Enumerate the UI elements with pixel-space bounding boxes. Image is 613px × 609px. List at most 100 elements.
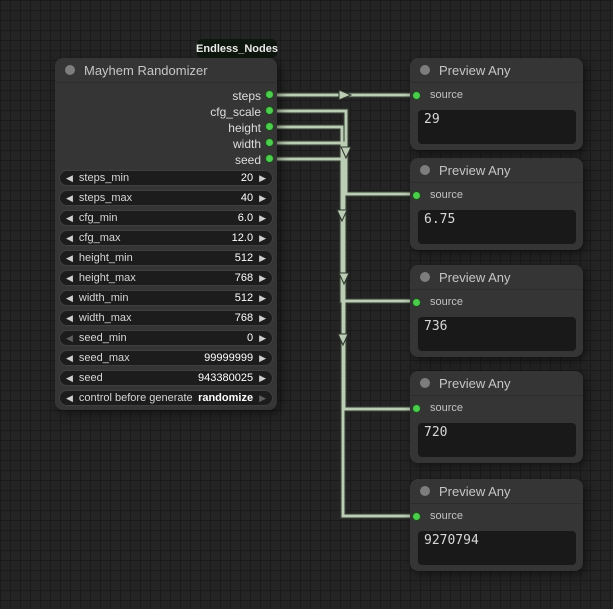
node-header[interactable]: Preview Any: [410, 479, 583, 504]
decrement-icon[interactable]: ◀: [66, 392, 73, 403]
collapse-dot-icon[interactable]: [420, 65, 430, 75]
node-title: Preview Any: [439, 483, 511, 499]
preview-any-node[interactable]: Preview Any source 9270794: [410, 479, 583, 571]
node-title: Preview Any: [439, 62, 511, 78]
node-header[interactable]: Mayhem Randomizer: [55, 58, 277, 83]
preview-value-textbox[interactable]: 9270794: [418, 531, 576, 565]
increment-icon[interactable]: ▶: [259, 232, 266, 243]
input-port-source[interactable]: [412, 91, 421, 100]
increment-icon[interactable]: ▶: [259, 172, 266, 183]
decrement-icon[interactable]: ◀: [66, 192, 73, 203]
increment-icon[interactable]: ▶: [259, 372, 266, 383]
input-label: source: [430, 296, 464, 308]
collapse-dot-icon[interactable]: [420, 165, 430, 175]
widget-steps_max[interactable]: ◀ steps_max 40 ▶: [59, 190, 273, 206]
widget-label: seed: [78, 372, 103, 384]
output-label: height: [228, 121, 261, 135]
output-label: steps: [232, 89, 261, 103]
decrement-icon[interactable]: ◀: [66, 372, 73, 383]
preview-value-textbox[interactable]: 29: [418, 110, 576, 144]
decrement-icon[interactable]: ◀: [66, 312, 73, 323]
node-header[interactable]: Preview Any: [410, 265, 583, 290]
widget-value: 12.0: [231, 232, 254, 244]
increment-icon[interactable]: ▶: [259, 272, 266, 283]
wire-arrow-down-icon: [340, 146, 352, 160]
widget-label: steps_max: [78, 192, 133, 204]
increment-icon[interactable]: ▶: [259, 392, 266, 403]
node-header[interactable]: Preview Any: [410, 158, 583, 183]
widget-cfg_max[interactable]: ◀ cfg_max 12.0 ▶: [59, 230, 273, 246]
widget-label: width_min: [78, 292, 129, 304]
node-title: Preview Any: [439, 269, 511, 285]
preview-value-textbox[interactable]: 736: [418, 317, 576, 351]
widget-value: 768: [234, 272, 254, 284]
increment-icon[interactable]: ▶: [259, 252, 266, 263]
widget-control-before-generate[interactable]: ◀ control before generate randomize ▶: [59, 390, 273, 406]
widget-label: control before generate: [78, 392, 193, 404]
output-port-steps[interactable]: [265, 90, 274, 99]
widget-value: 40: [240, 192, 254, 204]
input-label: source: [430, 510, 464, 522]
increment-icon[interactable]: ▶: [259, 212, 266, 223]
input-port-source[interactable]: [412, 191, 421, 200]
output-row-height: height: [55, 119, 277, 135]
preview-value-textbox[interactable]: 720: [418, 423, 576, 457]
decrement-icon[interactable]: ◀: [66, 232, 73, 243]
node-header[interactable]: Preview Any: [410, 371, 583, 396]
decrement-icon[interactable]: ◀: [66, 352, 73, 363]
decrement-icon[interactable]: ◀: [66, 292, 73, 303]
output-port-seed[interactable]: [265, 154, 274, 163]
input-port-source[interactable]: [412, 298, 421, 307]
widget-value: randomize: [198, 392, 254, 404]
preview-any-node[interactable]: Preview Any source 736: [410, 265, 583, 357]
input-port-source[interactable]: [412, 512, 421, 521]
node-title: Mayhem Randomizer: [84, 62, 208, 78]
decrement-icon[interactable]: ◀: [66, 272, 73, 283]
node-header[interactable]: Preview Any: [410, 58, 583, 83]
increment-icon[interactable]: ▶: [259, 192, 266, 203]
widget-value: 6.0: [237, 212, 254, 224]
output-port-height[interactable]: [265, 122, 274, 131]
output-row-steps: steps: [55, 87, 277, 103]
widget-label: cfg_min: [78, 212, 118, 224]
collapse-dot-icon[interactable]: [420, 272, 430, 282]
collapse-dot-icon[interactable]: [65, 65, 75, 75]
output-port-width[interactable]: [265, 138, 274, 147]
widget-label: width_max: [78, 312, 132, 324]
increment-icon[interactable]: ▶: [259, 332, 266, 343]
increment-icon[interactable]: ▶: [259, 352, 266, 363]
input-port-source[interactable]: [412, 404, 421, 413]
group-title-badge: Endless_Nodes: [196, 39, 278, 58]
decrement-icon[interactable]: ◀: [66, 212, 73, 223]
decrement-icon[interactable]: ◀: [66, 252, 73, 263]
decrement-icon[interactable]: ◀: [66, 332, 73, 343]
collapse-dot-icon[interactable]: [420, 486, 430, 496]
output-row-seed: seed: [55, 151, 277, 167]
increment-icon[interactable]: ▶: [259, 292, 266, 303]
wire-arrow-down-icon: [336, 209, 348, 223]
collapse-dot-icon[interactable]: [420, 378, 430, 388]
widget-label: seed_max: [78, 352, 130, 364]
output-port-cfg_scale[interactable]: [265, 106, 274, 115]
widget-label: height_min: [78, 252, 133, 264]
preview-value-textbox[interactable]: 6.75: [418, 210, 576, 244]
widget-cfg_min[interactable]: ◀ cfg_min 6.0 ▶: [59, 210, 273, 226]
widget-label: cfg_max: [78, 232, 121, 244]
decrement-icon[interactable]: ◀: [66, 172, 73, 183]
increment-icon[interactable]: ▶: [259, 312, 266, 323]
output-row-width: width: [55, 135, 277, 151]
